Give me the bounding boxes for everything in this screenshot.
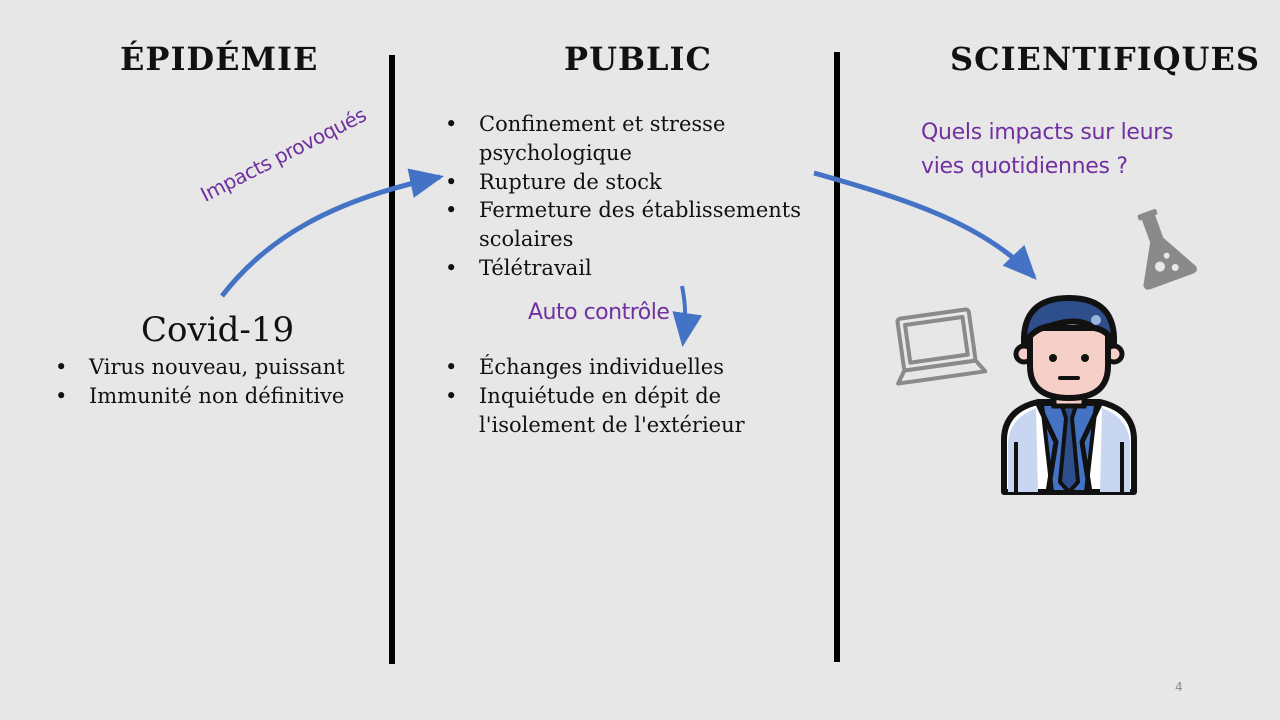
- covid-title: Covid-19: [141, 310, 295, 350]
- list-item-text: Inquiétude en dépit de l'isolement de l'…: [479, 383, 745, 437]
- list-item-text: Télétravail: [479, 255, 592, 280]
- header-public: PUBLIC: [564, 40, 712, 78]
- column-divider-left: [389, 55, 395, 664]
- covid-traits-list: •Virus nouveau, puissant •Immunité non d…: [55, 353, 385, 411]
- public-reactions-list: •Échanges individuelles •Inquiétude en d…: [445, 353, 835, 439]
- list-item: •Virus nouveau, puissant: [55, 355, 345, 379]
- scientist-icon: [1001, 295, 1137, 495]
- flask-icon: [1137, 209, 1197, 290]
- arrow-epidemie-to-public: [220, 168, 444, 298]
- page-number: 4: [1175, 680, 1183, 694]
- list-item: •Immunité non définitive: [55, 383, 345, 408]
- auto-controle-label: Auto contrôle: [528, 300, 670, 325]
- list-item-text: Échanges individuelles: [479, 355, 724, 379]
- list-item: •Confinement et stresse psychologique: [445, 112, 726, 165]
- header-epidemie: ÉPIDÉMIE: [120, 40, 319, 78]
- arrow-public-to-scientifiques: [813, 170, 1037, 280]
- list-item: •Inquiétude en dépit de l'isolement de l…: [445, 383, 745, 437]
- list-item-text: Rupture de stock: [479, 169, 662, 194]
- list-item: •Rupture de stock: [445, 169, 662, 194]
- list-item-text: Fermeture des établissements scolaires: [479, 198, 801, 252]
- header-scientifiques: SCIENTIFIQUES: [950, 40, 1260, 78]
- list-item-text: Immunité non définitive: [89, 383, 345, 408]
- arrow-auto-controle: [672, 285, 703, 347]
- question-label: Quels impacts sur leurs vies quotidienne…: [921, 120, 1174, 179]
- list-item: •Échanges individuelles: [445, 355, 724, 379]
- column-divider-right: [834, 52, 840, 662]
- list-item-text: Confinement et stresse psychologique: [479, 112, 726, 165]
- list-item: •Télétravail: [445, 255, 592, 280]
- list-item: •Fermeture des établissements scolaires: [445, 198, 801, 252]
- public-impacts-list: •Confinement et stresse psychologique •R…: [445, 110, 835, 283]
- list-item-text: Virus nouveau, puissant: [89, 355, 345, 379]
- laptop-icon: [895, 307, 988, 386]
